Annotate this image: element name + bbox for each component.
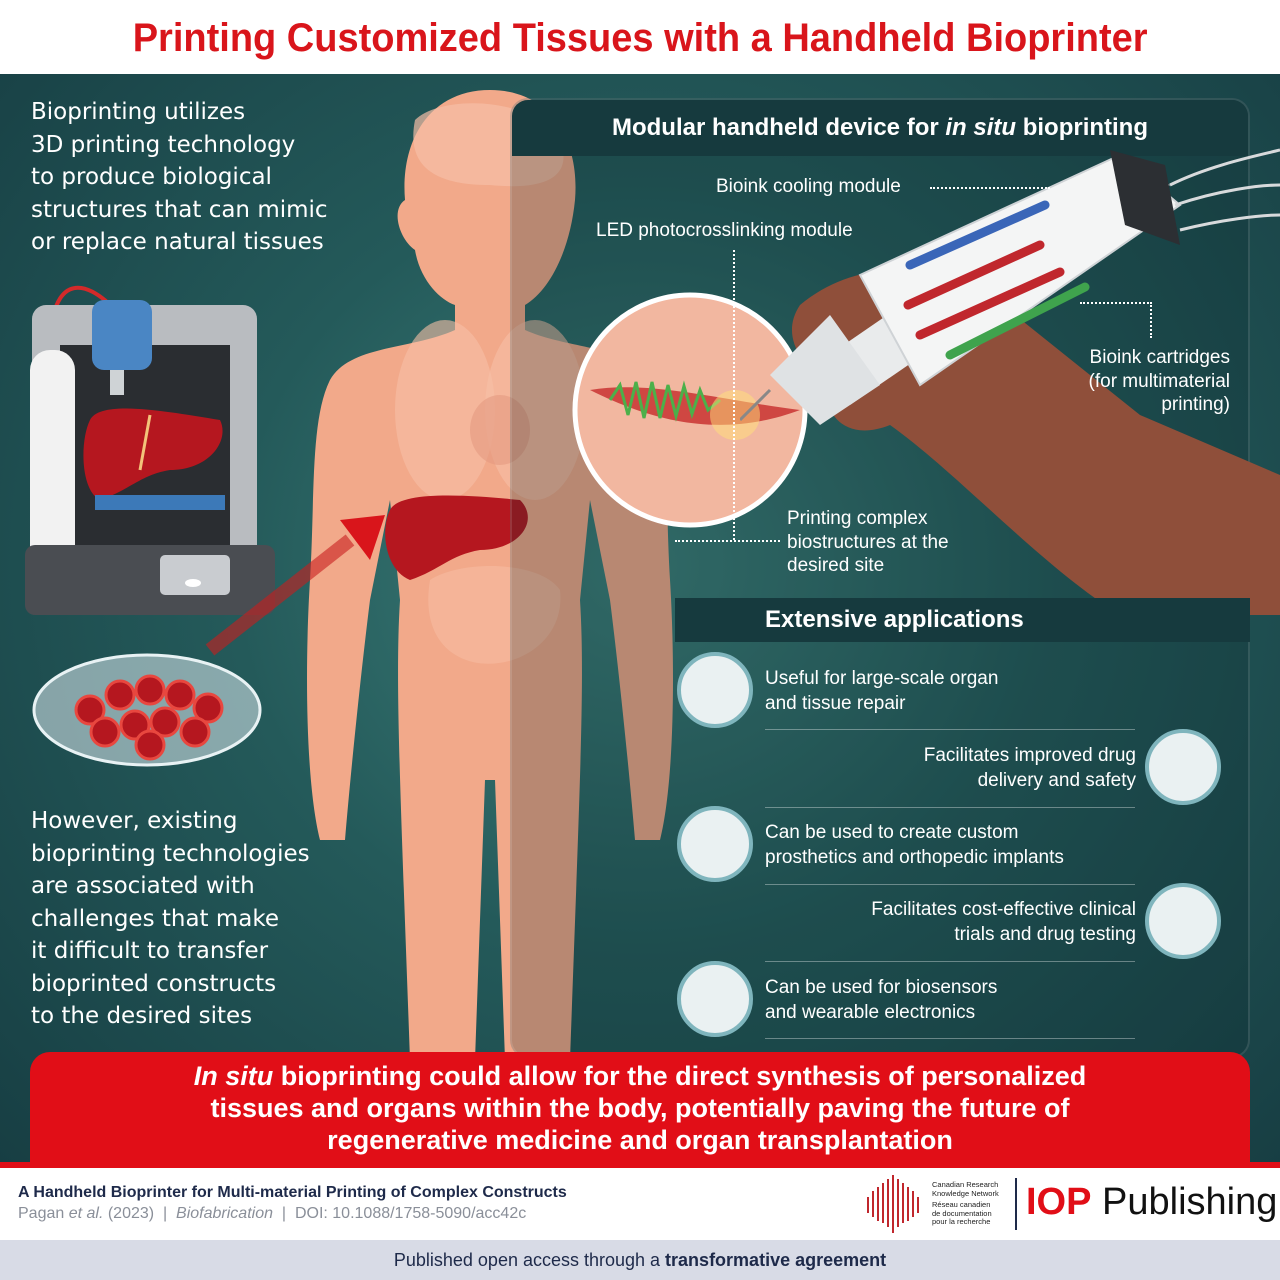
handheld-bioprinter-illustration [740,148,1280,615]
leader-line [675,540,780,542]
app-line: Facilitates cost-effective clinical [871,899,1136,920]
intro-line: or replace natural tissues [31,229,324,255]
challenge-line: However, existing [31,808,238,834]
challenge-text: However, existing bioprinting technologi… [31,805,310,1033]
intro-text: Bioprinting utilizes 3D printing technol… [31,96,328,259]
label-line: (for multimaterial [1088,370,1230,392]
divider [765,807,1135,808]
challenge-line: are associated with [31,873,255,899]
application-item: Can be used to create custom prosthetics … [765,820,1064,870]
label-line: Bioink cartridges [1089,347,1230,368]
challenge-line: bioprinted constructs [31,970,277,997]
challenge-line: it difficult to transfer [31,938,269,964]
footer [0,1168,1280,1240]
heading-text: bioprinting [1016,114,1148,141]
leader-line [1080,302,1152,338]
intro-line: to produce biological [31,164,272,190]
publishing-text: Publishing [1091,1181,1278,1223]
application-item: Can be used for biosensors and wearable e… [765,975,997,1025]
intro-line: structures that can mimic [31,196,328,223]
led-module-label: LED photocrosslinking module [596,220,853,241]
application-item: Useful for large-scale organ and tissue r… [765,666,998,716]
app-line: trials and drug testing [954,924,1136,945]
wrist-sensor-icon [677,961,753,1037]
app-line: and wearable electronics [765,1002,976,1023]
leader-line [930,187,1050,189]
crkn-line: pour la recherche [932,1217,991,1226]
divider [765,961,1135,962]
banner-line: regenerative medicine and organ transpla… [327,1125,953,1155]
printing-site-label: Printing complex biostructures at the de… [787,507,949,578]
divider [1015,1178,1017,1230]
mouse-icon [1145,883,1221,959]
year: (2023) | [103,1205,177,1222]
transformative-agreement-link[interactable]: transformative agreement [665,1250,887,1270]
app-line: Can be used to create custom [765,822,1019,843]
device-heading: Modular handheld device for in situ biop… [512,100,1248,156]
challenge-line: to the desired sites [31,1003,253,1029]
arrow-icon [205,515,385,656]
label-line: Printing complex [787,508,928,529]
banner-line: bioprinting could allow for the direct s… [273,1061,1087,1091]
heading-emphasis: in situ [945,114,1017,141]
label-line: printing) [1161,394,1230,415]
crkn-maple-leaf-logo [867,1175,919,1233]
cooling-module-label: Bioink cooling module [716,176,901,197]
conclusion-banner: In situ bioprinting could allow for the … [30,1052,1250,1166]
label-line: desired site [787,555,885,576]
crkn-line: Réseau canadien [932,1200,991,1209]
oa-text: Published open access through a [393,1250,666,1270]
applications-heading: Extensive applications [675,598,1250,642]
app-line: and tissue repair [765,693,906,714]
iop-text: IOP [1026,1181,1092,1223]
banner-line: tissues and organs within the body, pote… [210,1093,1070,1123]
authors: Pagan [18,1205,69,1222]
cartridges-label: Bioink cartridges (for multimaterial pri… [1040,346,1230,417]
doi[interactable]: | DOI: 10.1088/1758-5090/acc42c [273,1205,527,1222]
open-access-note: Published open access through a transfor… [0,1240,1280,1280]
challenge-line: challenges that make [31,905,280,932]
crkn-line: Knowledge Network [932,1188,999,1198]
banner-emphasis: In situ [193,1061,274,1091]
tissue-closeup-illustration [572,292,808,528]
divider [0,1162,1280,1168]
page-title-bar: Printing Customized Tissues with a Handh… [0,0,1280,74]
app-line: Facilitates improved drug [923,745,1136,766]
intro-line: 3D printing technology [31,131,296,158]
app-line: prosthetics and orthopedic implants [765,847,1064,868]
iop-publishing-logo: IOP Publishing [1026,1180,1277,1224]
reference-citation: Pagan et al. (2023) | Biofabrication | D… [18,1205,526,1223]
divider [765,1038,1135,1039]
divider [765,729,1135,730]
et-al: et al. [68,1205,104,1222]
app-line: Useful for large-scale organ [765,668,999,689]
hip-implant-icon [677,806,753,882]
3d-printer-illustration [25,285,275,615]
leader-line [733,250,735,540]
challenge-line: bioprinting technologies [31,840,310,867]
app-line: delivery and safety [977,770,1136,791]
heading-text: Modular handheld device for [611,114,946,141]
drug-pills-icon [1145,729,1221,805]
application-item: Facilitates cost-effective clinical trial… [736,897,1136,947]
reference-title: A Handheld Bioprinter for Multi-material… [18,1184,567,1201]
intro-line: Bioprinting utilizes [31,99,246,125]
page-title: Printing Customized Tissues with a Handh… [132,16,1148,60]
crkn-text: Canadian Research Knowledge Network Rése… [932,1180,999,1227]
journal: Biofabrication [176,1205,273,1222]
petri-dish-illustration [32,653,262,767]
organ-repair-icon [677,652,753,728]
crkn-line: Canadian Research [932,1180,999,1189]
application-item: Facilitates improved drug delivery and sa… [736,743,1136,793]
divider [765,884,1135,885]
crkn-line: de documentation [932,1208,992,1218]
label-line: biostructures at the [787,531,949,553]
app-line: Can be used for biosensors [765,977,998,998]
